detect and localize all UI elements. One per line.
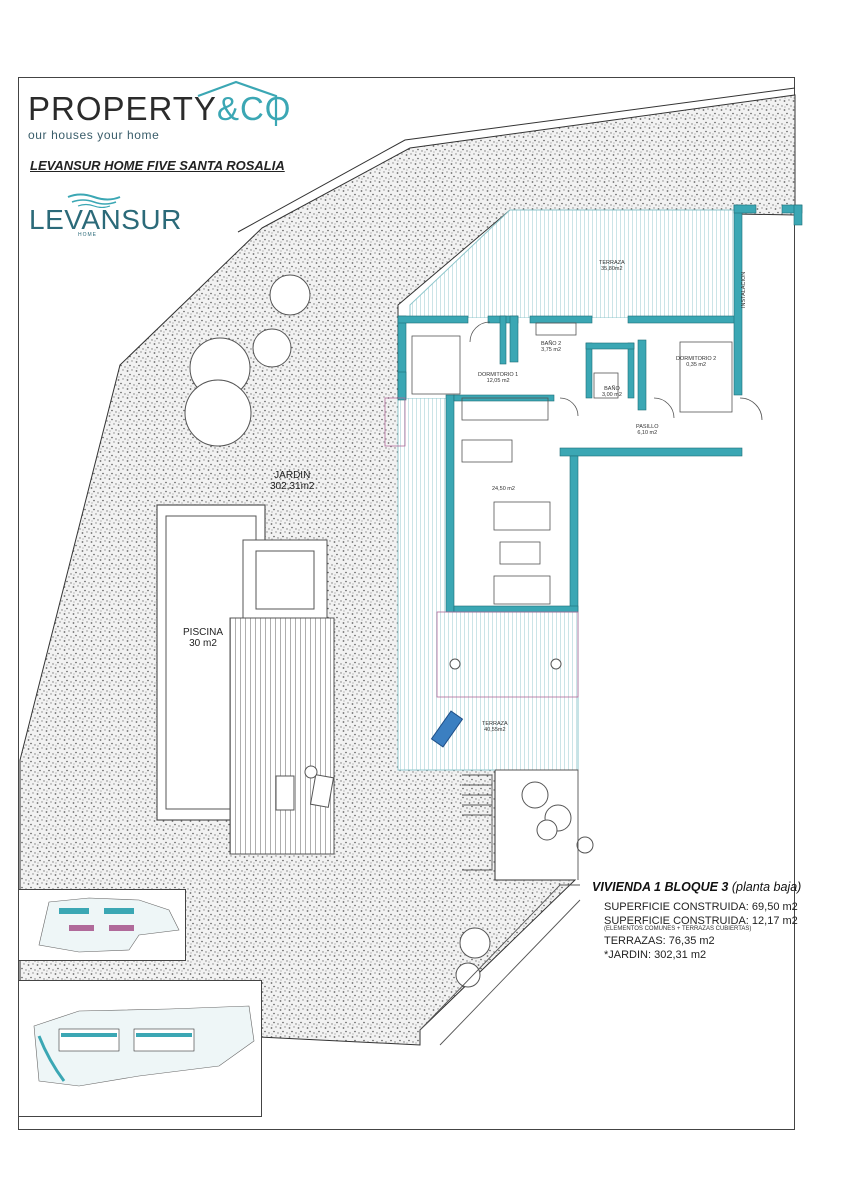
location-key-map-small [18,889,186,961]
location-key-map-large-drawing [33,1005,255,1087]
levansur-logo: LEVANSUR [29,204,182,235]
terraza-bottom-label: TERRAZA 40,55m2 [482,721,508,733]
salon-area: 24,50 m2 [492,486,515,492]
location-key-map-small-drawing [38,897,180,953]
instalacion-label: INSTALACION [741,271,747,308]
terraza-top-area: 35,80m2 [601,266,623,272]
interior-lines [411,321,763,605]
roof-icon [197,80,278,126]
pasillo-label: PASILLO 6,10 m2 [636,424,659,436]
property-info: VIVIENDA 1 BLOQUE 3 (planta baja) SUPERF… [592,880,812,962]
dormitorio-2-area: 0,35 m2 [686,362,707,368]
location-key-map-large [18,980,262,1117]
piscina-name: PISCINA [183,627,224,638]
bano-2-label: BAÑO 2 3,75 m2 [541,341,561,353]
bano-1-name: BAÑO [604,386,620,392]
pasillo-area: 6,10 m2 [637,430,658,436]
pasillo-name: PASILLO [636,424,659,430]
trees [184,274,594,988]
bano-2-name: BAÑO 2 [541,341,562,347]
piscina-area: 30 m2 [189,638,217,649]
project-title: LEVANSUR HOME FIVE SANTA ROSALIA [30,158,285,173]
dormitorio-2-label: DORMITORIO 2 0,35 m2 [676,356,716,368]
jardin-area: 302,31m2 [270,481,315,492]
drawing-frame [18,77,795,1130]
superficie-construida-2: SUPERFICIE CONSTRUIDA: 12,17 m2 [604,915,798,927]
dormitorio-1-name: DORMITORIO 1 [478,372,519,378]
superficie-construida: SUPERFICIE CONSTRUIDA: 69,50 m2 [604,901,798,913]
terraza-bottom-name: TERRAZA [482,721,508,727]
terraza-bottom-area: 40,55m2 [484,727,506,733]
jardin-name: JARDIN [274,470,311,481]
bano-2-area: 3,75 m2 [541,347,562,353]
pool [156,504,335,855]
outdoor-furniture [384,397,579,748]
bano-1-area: 3,00 m2 [602,392,622,398]
wave-icon [67,193,121,208]
bano-1-label: BAÑO 3,00 m2 [602,386,622,398]
jardin-label: JARDIN 302,31m2 [270,470,314,492]
terrazas-area: TERRAZAS: 76,35 m2 [604,935,715,947]
entrance-area [419,769,581,1046]
dormitorio-2-name: DORMITORIO 2 [676,356,717,362]
jardin-total: *JARDIN: 302,31 m2 [604,949,707,961]
brand-name-main: PROPERTY [28,90,217,127]
superficie-note: (ELEMENTOS COMUNES + TERRAZAS CUBIERTAS) [604,926,752,932]
info-title-main: VIVIENDA 1 BLOQUE 3 [592,880,729,894]
brand-tagline: our houses your home [28,128,160,142]
brand-name-amp: &CO [216,90,292,127]
info-title: VIVIENDA 1 BLOQUE 3 (planta baja) [592,880,812,894]
dormitorio-1-area: 12,05 m2 [486,378,510,384]
piscina-label: PISCINA 30 m2 [183,627,223,649]
terraza-top-label: TERRAZA 35,80m2 [599,260,625,272]
levansur-logo-sub: HOME [78,232,97,238]
terraza-top-name: TERRAZA [599,260,625,266]
info-title-suffix: (planta baja) [731,880,802,894]
property-co-logo: PROPERTY&CO our houses your home [28,90,292,143]
dormitorio-1-label: DORMITORIO 1 12,05 m2 [478,372,518,384]
